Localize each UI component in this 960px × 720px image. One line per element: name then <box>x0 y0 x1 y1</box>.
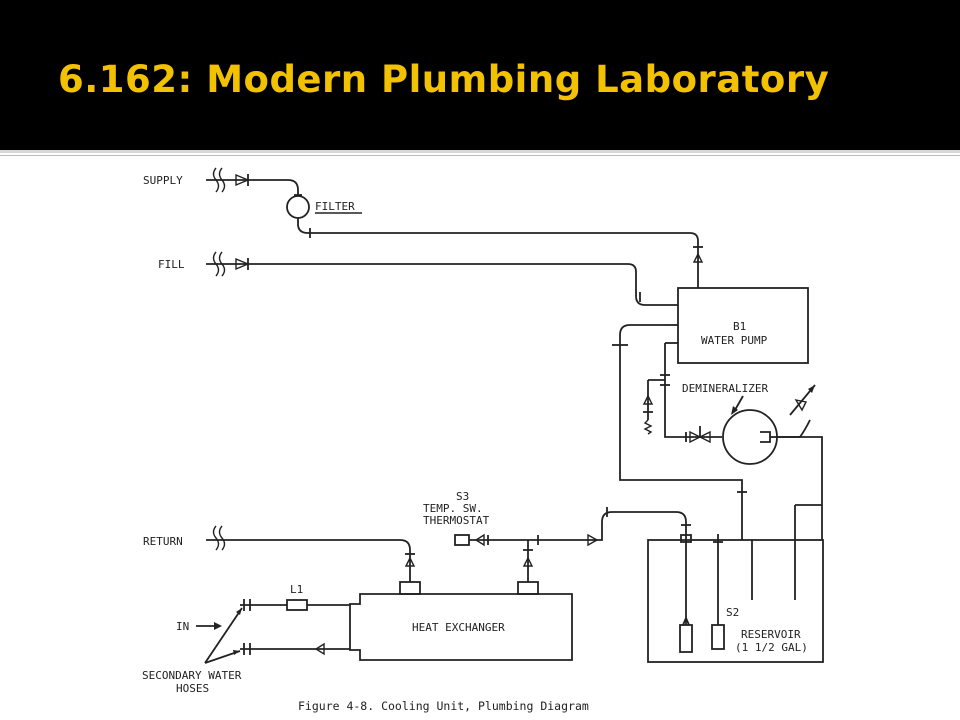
title-bar: 6.162: Modern Plumbing Laboratory <box>0 0 960 150</box>
hoses-line2-label: HOSES <box>176 682 209 695</box>
reservoir-line1-label: RESERVOIR <box>741 628 801 641</box>
pump-name-label: WATER PUMP <box>701 334 768 347</box>
secondary-inlets <box>196 599 350 664</box>
slide-title: 6.162: Modern Plumbing Laboratory <box>58 58 830 101</box>
fill-line <box>206 251 678 306</box>
l1-label: L1 <box>290 583 303 596</box>
s3-line1-label: TEMP. SW. <box>423 502 483 515</box>
filter-label: FILTER <box>315 200 355 213</box>
plumbing-diagram: B1 WATER PUMP <box>142 167 824 713</box>
heat-exchanger <box>349 581 573 661</box>
demineralizer <box>722 384 823 540</box>
thermostat-line <box>454 507 691 582</box>
supply-label: SUPPLY <box>143 174 183 187</box>
s3-line2-label: THERMOSTAT <box>423 514 490 527</box>
demineralizer-branch <box>642 343 722 444</box>
reservoir-line2-label: (1 1/2 GAL) <box>735 641 808 654</box>
reservoir <box>647 504 824 663</box>
divider-rule <box>0 150 960 153</box>
pump-id-label: B1 <box>733 320 746 333</box>
water-pump <box>665 287 809 364</box>
figure-caption: Figure 4-8. Cooling Unit, Plumbing Diagr… <box>298 699 589 713</box>
s2-label: S2 <box>726 606 739 619</box>
hoses-line1-label: SECONDARY WATER <box>142 669 242 682</box>
pump-outlet-loop <box>612 324 747 540</box>
return-line <box>206 525 416 582</box>
supply-line <box>206 167 302 196</box>
demineralizer-label: DEMINERALIZER <box>682 382 768 395</box>
in-label: IN <box>176 620 189 633</box>
s3-label: S3 <box>456 490 469 503</box>
heat-exchanger-label: HEAT EXCHANGER <box>412 621 505 634</box>
return-label: RETURN <box>143 535 183 548</box>
fill-label: FILL <box>158 258 185 271</box>
divider-rule-thin <box>0 155 960 156</box>
filter <box>286 195 704 288</box>
